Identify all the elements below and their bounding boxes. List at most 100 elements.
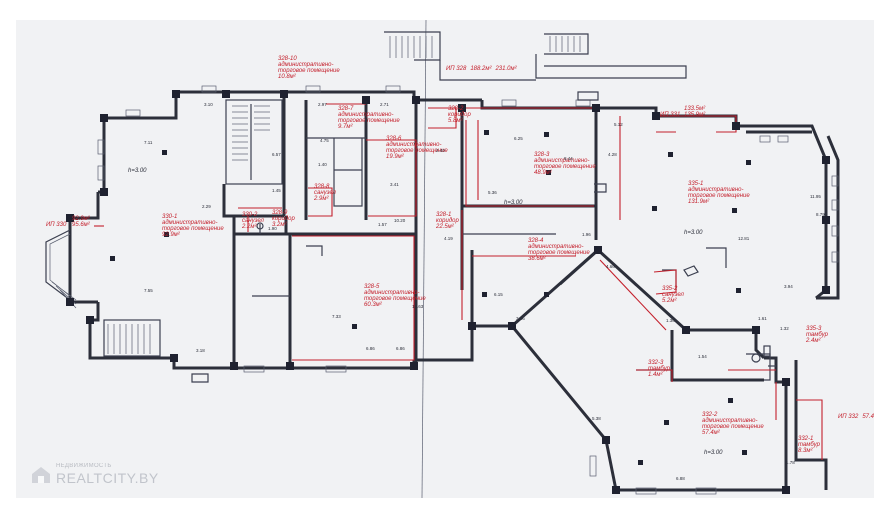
dimension-value: 10.20 — [394, 218, 406, 223]
label-line: 328-7 — [338, 106, 354, 112]
label-line: 135.9м² — [684, 112, 706, 118]
label-line: административно- — [386, 142, 441, 148]
dimension-value: 2.40 — [436, 148, 445, 153]
exterior-walls — [68, 90, 840, 492]
dimension-value: 3.26 — [516, 316, 525, 321]
watermark: НЕДВИЖИМОСТЬ REALTCITY.BY — [30, 463, 190, 493]
label-line: коридор — [272, 216, 295, 222]
dimension-value: 6.15 — [494, 292, 503, 297]
label-line: 328-6 — [386, 136, 402, 142]
label-line: 328-1 — [436, 212, 451, 218]
dimension-value: 10.63 — [412, 304, 424, 309]
label-line: торговое помещение — [278, 68, 340, 74]
dimension-value: 8.44 — [564, 156, 573, 161]
dimension-value: 6.86 — [396, 346, 405, 351]
left-bottom-stairs — [103, 319, 161, 357]
dimension-value: 1.40 — [318, 162, 327, 167]
label-line: 328-9 — [272, 210, 288, 216]
dimension-value: 6.88 — [676, 476, 685, 481]
label-line: 3.2м² — [272, 222, 287, 228]
label-line: 133.5м² — [684, 106, 706, 112]
label-line: ИП 331 — [660, 112, 680, 118]
label-line: 2.2м² — [241, 224, 257, 230]
label-line: административно- — [364, 290, 419, 296]
label-line: 332-3 — [648, 360, 664, 366]
dimension-value: 4.66 — [606, 264, 615, 269]
label-line: административно- — [688, 187, 743, 193]
label-line: 9.7м² — [338, 124, 353, 130]
label-line: коридор — [436, 218, 459, 224]
dimension-value: 2.71 — [380, 102, 389, 107]
label-line: 22.5м² — [435, 224, 455, 230]
ceiling-height-2: h=3.00 — [504, 200, 523, 206]
label-line: 335-2 — [662, 286, 678, 292]
label-line: 2.9м² — [313, 196, 329, 202]
dimension-value: 1.54 — [698, 354, 707, 359]
label-line: санузел — [662, 292, 684, 298]
dimension-value: 11.95 — [810, 194, 821, 199]
label-line: 332-2 — [702, 412, 718, 418]
watermark-brand-text: REALTCITY.BY — [56, 470, 159, 486]
dimension-value: 1.96 — [582, 232, 591, 237]
label-line: 328-4 — [528, 238, 544, 244]
ceiling-height-4: h=3.00 — [704, 450, 723, 456]
label-line: торговое помещение — [162, 226, 224, 232]
house-logo-icon — [32, 467, 50, 483]
label-line: ИП 332 — [838, 414, 859, 420]
dimension-value: 5.36 — [488, 190, 497, 195]
label-line: 95.6м² — [72, 222, 91, 228]
label-line: торговое помещение — [364, 296, 426, 302]
sanitary-fixtures — [191, 91, 771, 383]
dimension-value: 8.79 — [816, 212, 825, 217]
paper-fold-line — [421, 20, 427, 498]
dimension-value: 6.25 — [514, 136, 523, 141]
label-line: административно- — [534, 158, 589, 164]
label-line: 328-8 — [314, 184, 330, 190]
dimension-value: 6.57 — [272, 152, 281, 157]
label-line: тамбур — [648, 366, 671, 372]
dimension-value: 3.94 — [784, 284, 793, 289]
top-entrance-stairs — [384, 31, 687, 81]
window-openings — [97, 85, 839, 495]
total-label-t3: ИП 331 — [660, 112, 680, 118]
ceiling-heights: h=3.00 h=3.00 h=3.00 h=3.00 — [128, 168, 723, 456]
label-line: 335-3 — [806, 326, 822, 332]
dimension-value: 1.78 — [786, 460, 795, 465]
dimension-value: 1.32 — [780, 326, 789, 331]
stair-core — [225, 99, 283, 185]
label-line: 328-5 — [364, 284, 380, 290]
dimension-value: 1.57 — [378, 222, 387, 227]
label-line: тамбур — [806, 332, 829, 338]
label-line: коридор — [448, 112, 471, 118]
total-label-t5: ИП 330 — [46, 222, 67, 228]
label-line: 328-3 — [534, 152, 550, 158]
dimension-value: 3.10 — [204, 102, 213, 107]
label-line: санузел — [242, 218, 264, 224]
dimension-value: 7.11 — [144, 140, 153, 145]
dimension-value: 5.38 — [592, 416, 601, 421]
label-line: 60.3м² — [364, 302, 383, 308]
dimension-value: 2.97 — [318, 102, 327, 107]
label-line: санузел — [314, 190, 336, 196]
dimension-value: 4.19 — [444, 236, 453, 241]
label-line: 330-1 — [162, 214, 177, 220]
label-line: 19.9м² — [386, 154, 405, 160]
label-line: 1.4м² — [648, 372, 663, 378]
watermark-small-text: НЕДВИЖИМОСТЬ — [56, 463, 112, 469]
dimension-numbers: 3.106.572.974.752.716.258.445.127.111.45… — [144, 102, 825, 481]
